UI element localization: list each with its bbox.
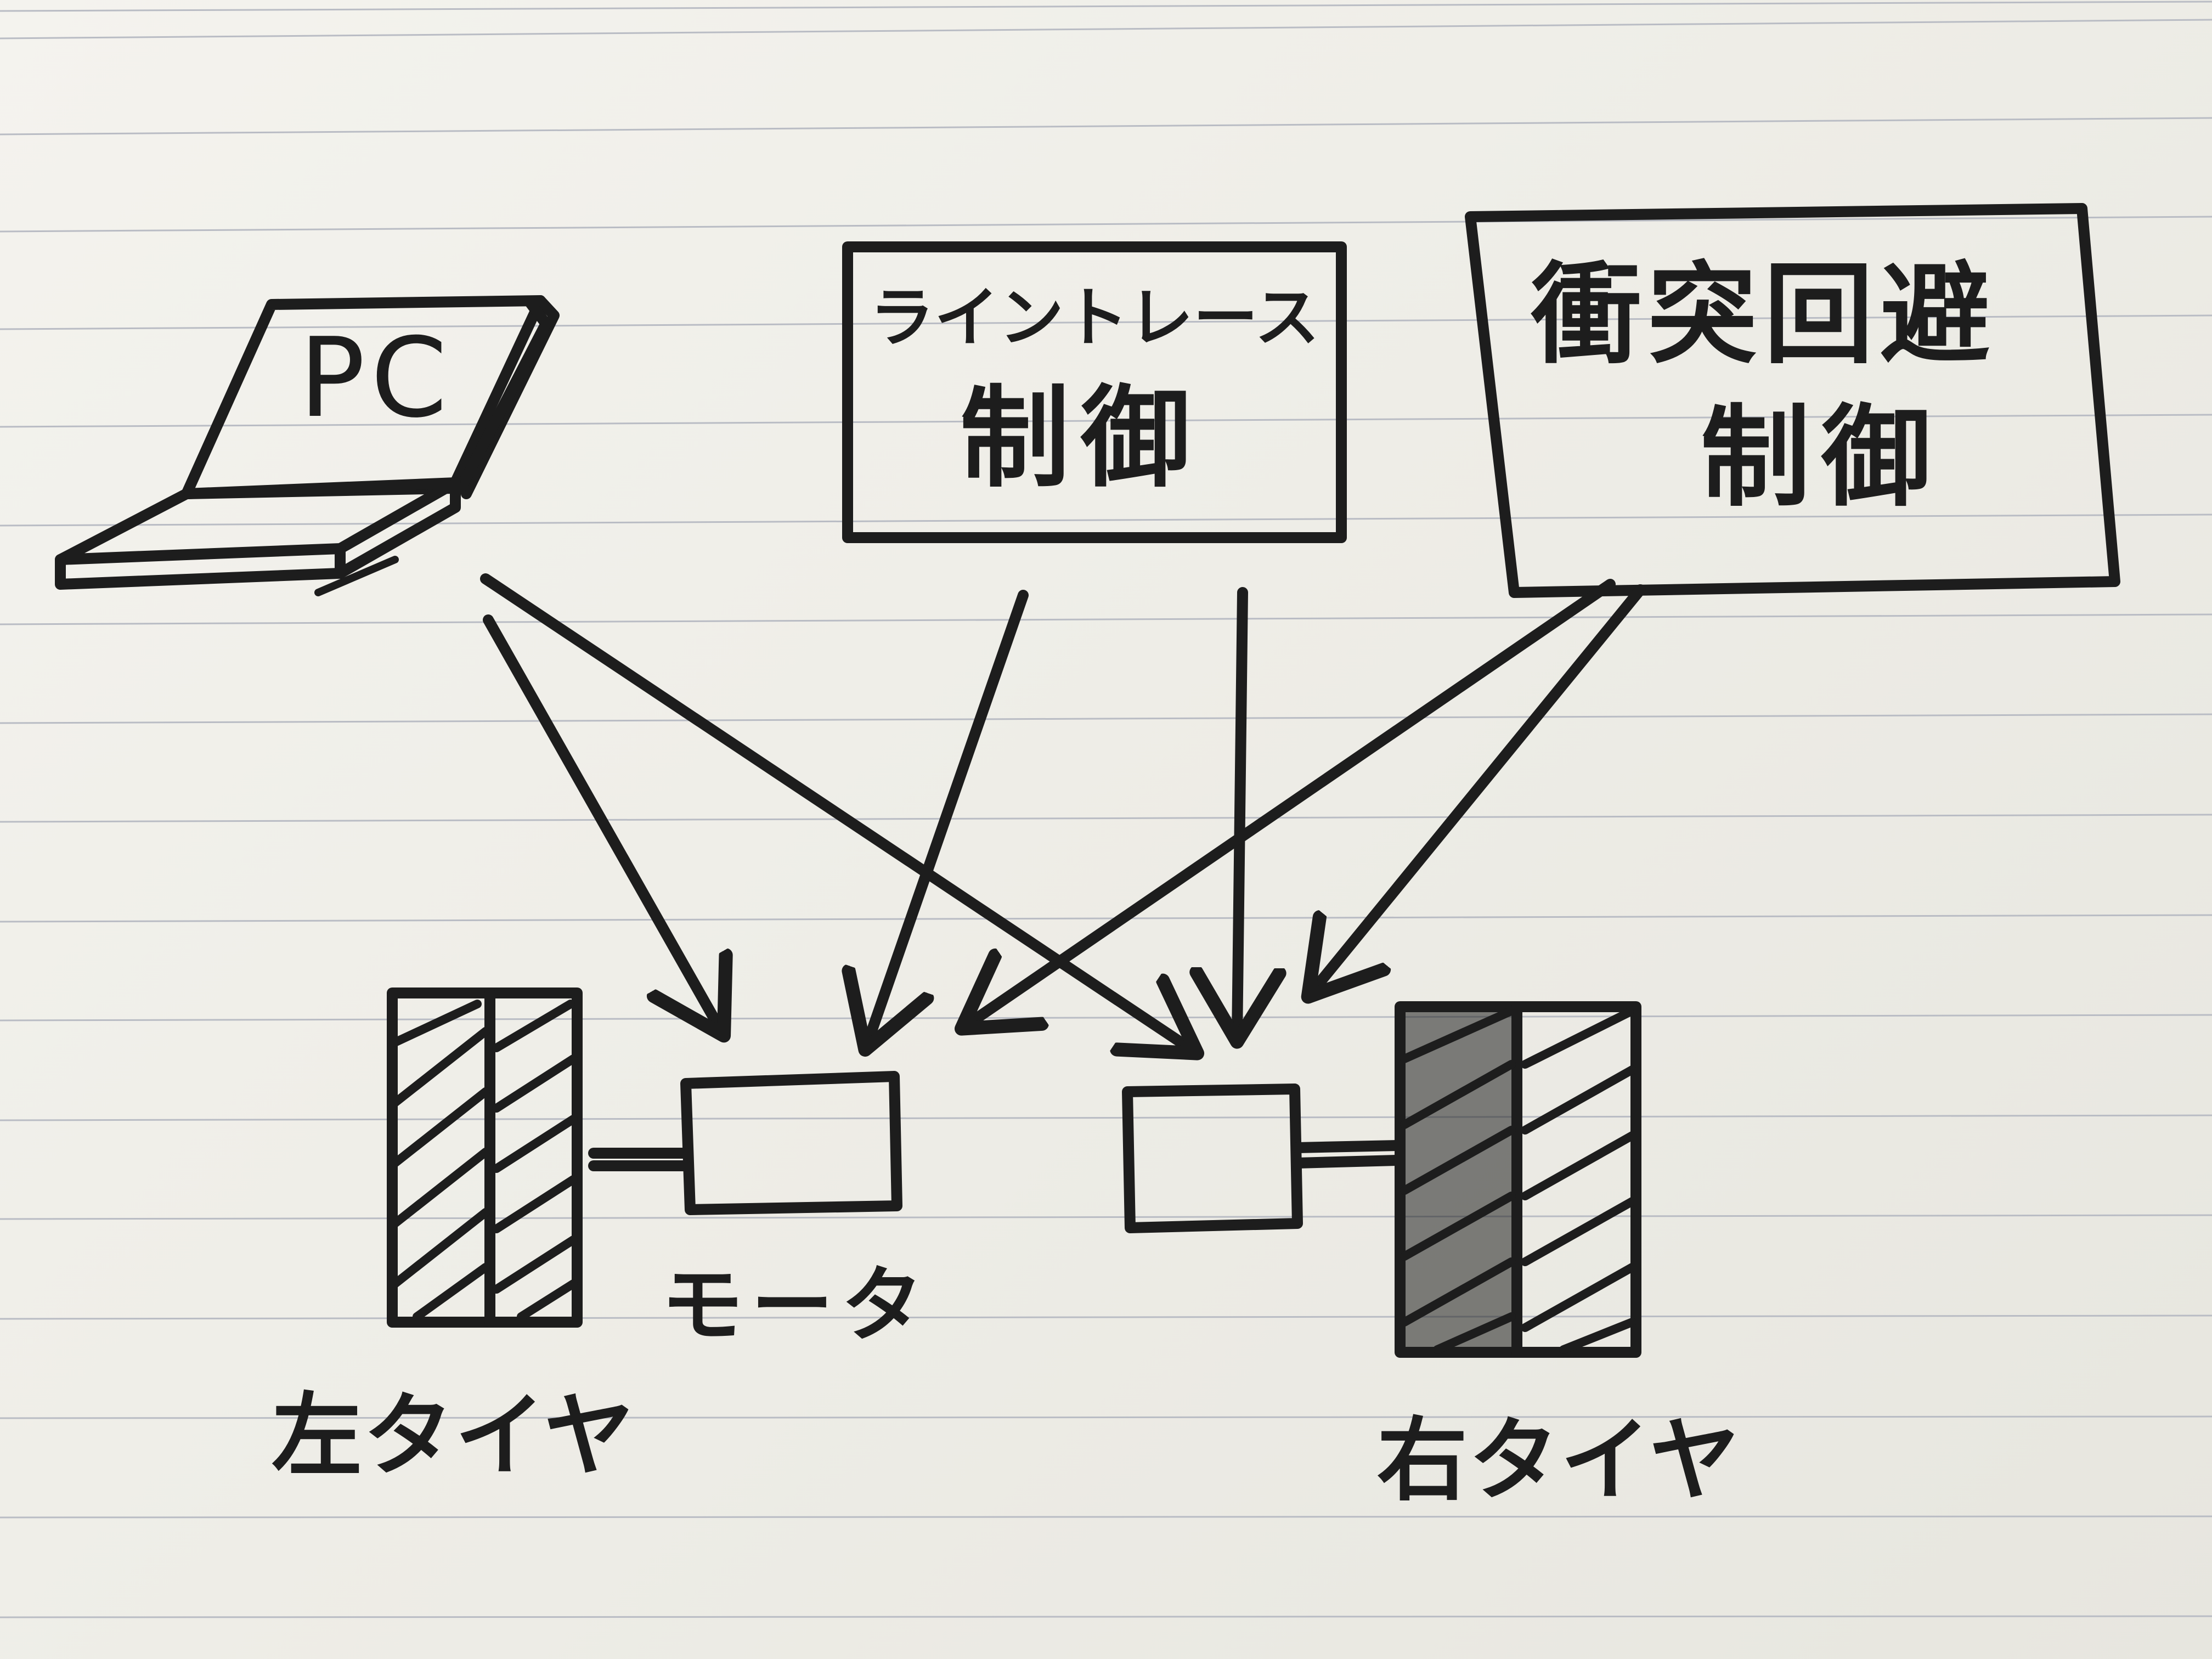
motor-right-box [1122,1084,1303,1233]
tire-right-label: 右タイヤ [1377,1408,1741,1513]
line-trace-box [842,241,1347,543]
edge-collision-avoid-to-motor-right [1311,584,1646,993]
edge-pc-to-motor-left [483,614,721,1031]
collision-avoid-label-line2: 制御 [1700,394,1943,522]
edge-collision-avoid-to-motor-left [966,579,1616,1026]
line-trace-label-line1: ライントレース [869,280,1320,356]
collision-avoid-box [1465,203,2120,598]
pc-label: PC [299,314,453,442]
tire-left-label: 左タイヤ [272,1383,636,1488]
edge-pc-to-motor-right [480,573,1193,1051]
edge-line-trace-to-motor-left [867,590,1029,1045]
line-trace-label-line2: 制御 [960,375,1202,503]
ruled-lines [0,1,2212,1618]
laptop-icon [55,295,560,596]
axle-right [1292,1140,1402,1169]
tire-left-shape [387,988,583,1328]
edge-line-trace-to-motor-right [1237,587,1243,1037]
motor-left-label: モータ [661,1258,932,1353]
motor-left-box [680,1071,902,1215]
tire-right-shape [1395,1001,1641,1358]
collision-avoid-label-line1: 衝突回避 [1531,251,1997,379]
axle-left [588,1148,691,1171]
